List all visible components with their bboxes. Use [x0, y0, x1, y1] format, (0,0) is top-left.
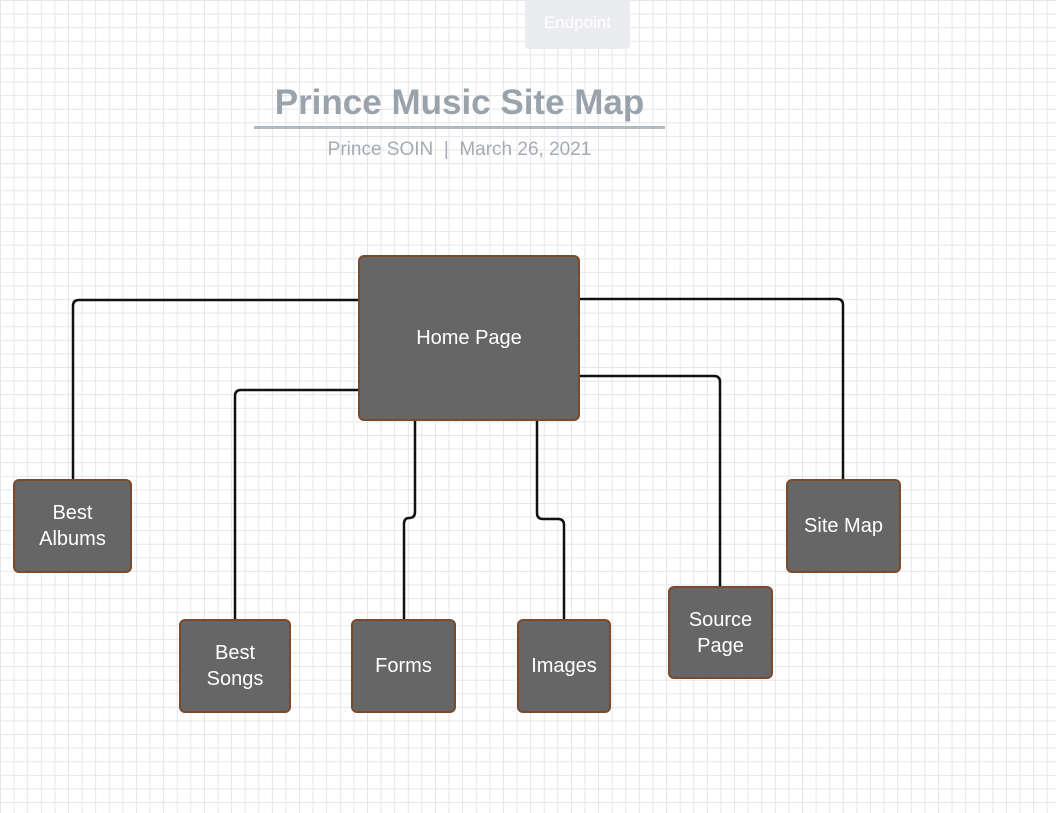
node-source-page-label: Source Page	[688, 608, 753, 657]
node-images-label: Images	[531, 655, 597, 677]
subtitle[interactable]: Prince SOIN | March 26, 2021	[254, 138, 665, 162]
connector-home-best-albums[interactable]	[71, 298, 359, 480]
author-text: Prince SOIN	[327, 139, 434, 160]
node-best-albums[interactable]: Best Albums	[13, 479, 132, 573]
node-site-map-label: Site Map	[804, 515, 883, 537]
connector-home-site-map[interactable]	[579, 297, 845, 480]
node-best-songs-label: Best Songs	[206, 642, 264, 690]
connector-home-best-songs[interactable]	[233, 388, 359, 620]
node-source-page[interactable]: Source Page	[668, 586, 773, 679]
node-home-page[interactable]: Home Page	[358, 255, 580, 421]
connector-home-source-page[interactable]	[579, 374, 722, 587]
node-best-songs[interactable]: Best Songs	[179, 619, 291, 713]
date-text: March 26, 2021	[459, 139, 592, 160]
page-title[interactable]: Prince Music Site Map	[274, 83, 645, 122]
node-forms[interactable]: Forms	[351, 619, 456, 713]
endpoint-tag[interactable]: Endpoint	[525, 0, 630, 49]
node-home-page-label: Home Page	[416, 327, 522, 349]
node-site-map[interactable]: Site Map	[786, 479, 901, 573]
node-forms-label: Forms	[375, 655, 432, 677]
connector-home-images[interactable]	[535, 420, 566, 620]
node-images[interactable]: Images	[517, 619, 611, 713]
subtitle-separator: |	[443, 139, 449, 160]
title-underline	[254, 126, 665, 129]
node-best-albums-label: Best Albums	[39, 502, 106, 550]
connector-home-forms[interactable]	[402, 420, 417, 620]
